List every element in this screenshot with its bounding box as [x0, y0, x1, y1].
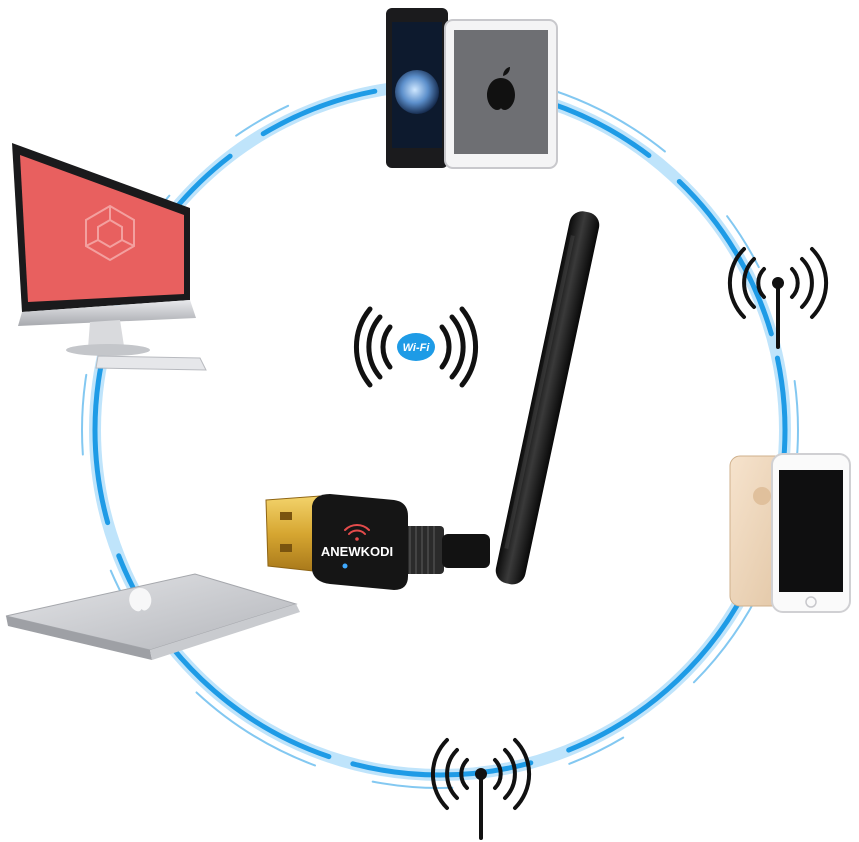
- adapter-body: [312, 494, 408, 590]
- antenna-signal-icon: [727, 247, 829, 349]
- antenna-signal-icon-bottom: [430, 738, 532, 840]
- network-ring: [81, 71, 799, 789]
- usb-wifi-adapter: ANEWKODI: [265, 211, 600, 590]
- keyboard: [95, 355, 207, 371]
- tablet-and-phone: [386, 8, 558, 169]
- adapter-antenna: [495, 211, 600, 585]
- desktop-monitor: [12, 143, 207, 371]
- adapter-wifi-icon: [344, 524, 370, 541]
- status-led: [342, 563, 348, 569]
- cube-logo-icon: [85, 204, 135, 262]
- laptop-apple-logo-icon: [129, 588, 152, 612]
- adapter-brand-label: ANEWKODI: [321, 544, 393, 559]
- laptop: [5, 573, 300, 660]
- wifi-signal-icon: Wi-Fi: [354, 306, 478, 388]
- apple-logo-icon: [487, 67, 515, 110]
- earth-icon: [395, 70, 439, 114]
- wifi-badge-label: Wi-Fi: [403, 342, 431, 354]
- smartphone: [729, 453, 851, 613]
